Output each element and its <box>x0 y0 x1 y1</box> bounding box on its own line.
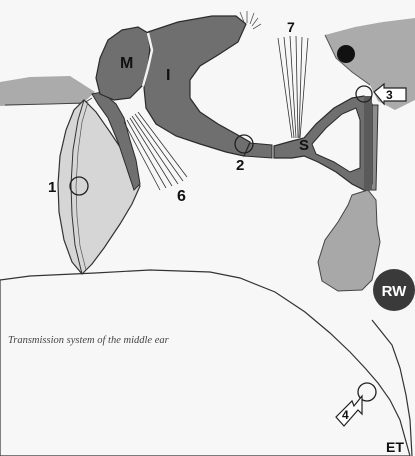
incus-label: I <box>166 67 170 84</box>
figure-caption: Transmission system of the middle ear <box>8 335 170 346</box>
malleus-label: M <box>120 55 133 72</box>
joint-3-label: 3 <box>386 88 393 102</box>
tendon-6-label: 6 <box>177 188 186 205</box>
eardrum-label: 1 <box>48 179 56 196</box>
incus <box>144 16 250 156</box>
tendon-7-label: 7 <box>287 19 295 35</box>
stapes-label: S <box>299 137 309 154</box>
eustachian-tube-label: ET <box>386 439 404 455</box>
tube-opening-4-label: 4 <box>342 408 349 422</box>
joint-2-label: 2 <box>236 157 244 174</box>
facial-nerve-dot <box>337 45 355 63</box>
middle-ear-floor <box>0 270 410 456</box>
canal-roof-left <box>0 76 95 106</box>
stapedius-tendon <box>278 36 308 138</box>
promontory <box>318 190 380 291</box>
stapes-footplate <box>364 96 372 190</box>
round-window-label: RW <box>382 283 408 300</box>
